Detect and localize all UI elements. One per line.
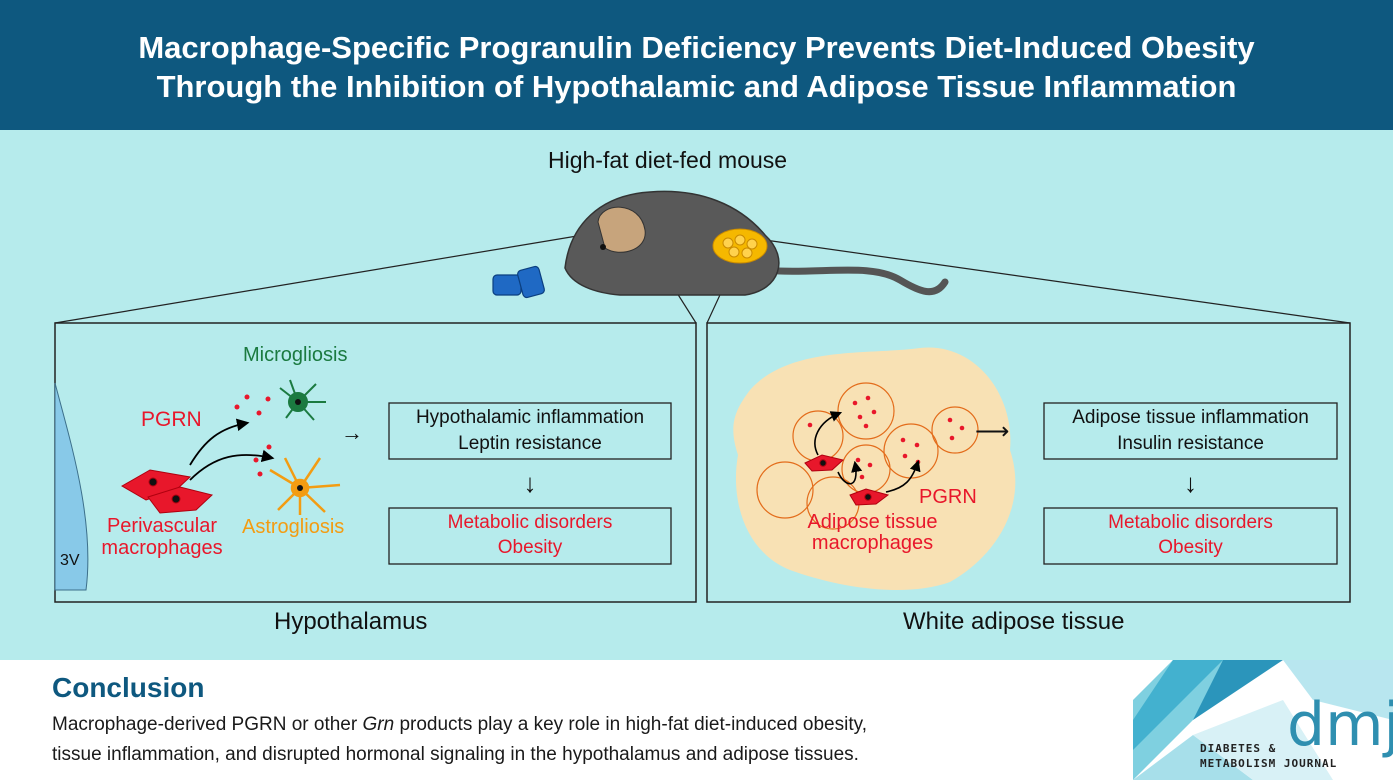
title-line-1: Macrophage-Specific Progranulin Deficien… [138,30,1255,65]
perivascular-label-line1: Perivascular [106,515,218,537]
arrow-right-hypothalamus: → [341,420,363,445]
journal-name-line-2: METABOLISM JOURNAL [1200,757,1338,770]
header-banner [0,0,1393,130]
fat-pad-icon [712,228,768,264]
mouse-eye [600,244,606,250]
third-ventricle-shape [54,382,89,591]
food-pellet-icon [492,265,545,299]
astrocyte-cell [269,457,341,515]
arrow-to-astrocyte [189,449,275,481]
adipose-panel-label: White adipose tissue [903,608,1125,635]
insulin-resistance-text: Insulin resistance [1117,433,1264,454]
journal-logo-mark: dmj [1287,690,1393,760]
grn-italic: Grn [362,714,395,735]
leptin-resistance-text: Leptin resistance [458,433,602,454]
third-ventricle-label: 3V [60,552,80,569]
obesity-text-right: Obesity [1158,537,1223,558]
adipose-panel [706,322,1351,603]
perivascular-label-line2: macrophages [101,537,223,559]
microglia-cell [279,379,326,421]
microgliosis-label: Microgliosis [243,344,348,366]
adipose-inflammation-box [1043,402,1338,460]
adipose-inflammation-text: Adipose tissue inflammation [1072,407,1309,428]
metabolic-disorders-text-left: Metabolic disorders [447,512,613,533]
hypothalamic-inflammation-box [388,402,672,460]
adipose-tissue-blob [733,347,1016,591]
conclusion-line-1: Macrophage-derived PGRN or other Grn pro… [52,714,867,736]
journal-name-line-1: DIABETES & [1200,742,1277,755]
metabolic-disorders-text-right: Metabolic disorders [1108,512,1273,533]
arrow-down-adipose: ↓ [1184,468,1197,498]
journal-logo-graphic [1133,660,1393,780]
arrow-right-adipose: ⟶ [975,418,1010,445]
hypothalamic-inflammation-text: Hypothalamic inflammation [415,407,645,428]
adipocyte-cells [756,382,979,530]
arrow-to-microglia [189,418,250,466]
pgrn-label-hypothalamus: PGRN [141,408,202,431]
conclusion-line-1-suffix: products play a key role in high-fat die… [394,714,867,735]
conclusion-heading: Conclusion [52,672,205,703]
metabolic-disorders-box-left [388,507,672,565]
adipose-arrow-2 [837,460,863,485]
mouse-ear [597,206,646,253]
mouse-tail [756,266,949,296]
conclusion-line-2: tissue inflammation, and disrupted hormo… [52,744,859,765]
pgrn-label-adipose: PGRN [919,486,977,508]
arrow-down-hypothalamus: ↓ [523,468,537,498]
mouse-label: High-fat diet-fed mouse [548,147,788,173]
adipose-macrophage-label-line1: Adipose tissue [807,511,938,533]
pgrn-dots-hypothalamus [234,394,272,477]
hypothalamus-panel-label: Hypothalamus [274,608,428,635]
perivascular-macrophage-cells [121,469,214,514]
metabolic-disorders-box-right [1043,507,1338,565]
adipose-arrow-3 [885,459,921,493]
adipose-arrow-1 [814,411,843,456]
title-line-2: Through the Inhibition of Hypothalamic a… [156,69,1237,104]
hypothalamus-panel [54,322,697,603]
adipose-macrophage-label-line2: macrophages [811,532,934,554]
diagram-artwork [54,190,1351,603]
astrogliosis-label: Astrogliosis [242,516,345,538]
adipose-macrophage-cells [804,454,890,506]
obesity-text-left: Obesity [497,537,563,558]
mouse-illustration [492,190,949,299]
conclusion-line-1-prefix: Macrophage-derived PGRN or other [52,714,363,735]
